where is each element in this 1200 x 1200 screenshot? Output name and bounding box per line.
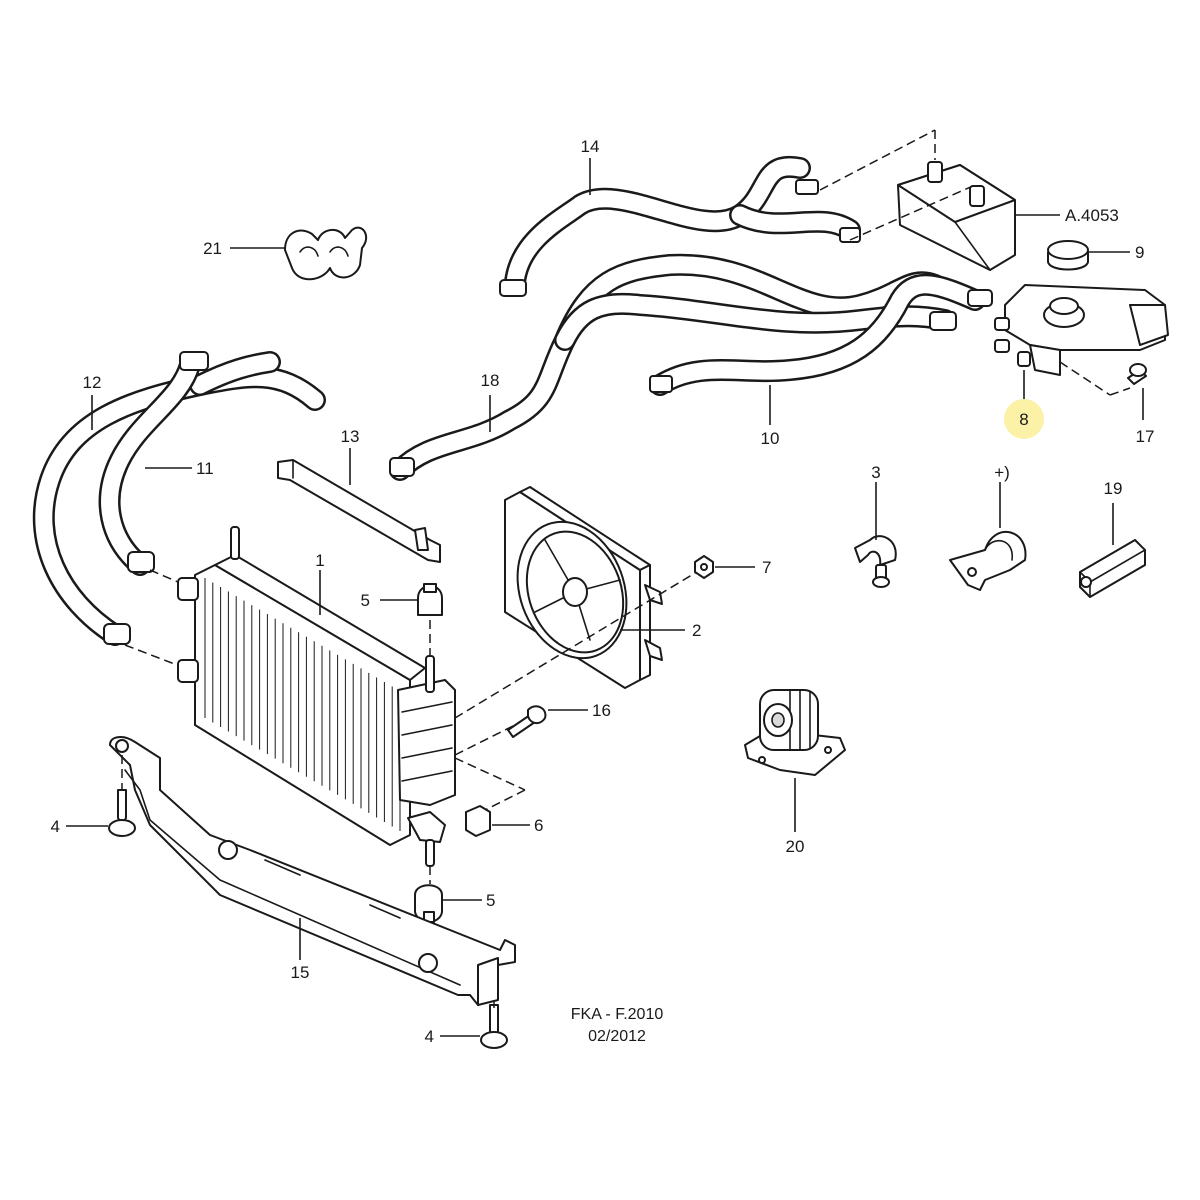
callout-1: 1 bbox=[315, 551, 324, 570]
screw-17[interactable] bbox=[1127, 363, 1147, 385]
callout-8: 8 bbox=[1019, 410, 1028, 429]
clip-6[interactable] bbox=[465, 805, 491, 837]
callout-9: 9 bbox=[1135, 243, 1144, 262]
hose-18[interactable] bbox=[389, 253, 956, 481]
screw-16[interactable] bbox=[507, 705, 547, 738]
callout-2: 2 bbox=[692, 621, 701, 640]
callout-14: 14 bbox=[581, 137, 600, 156]
callout-12: 12 bbox=[83, 373, 102, 392]
highlight-marker bbox=[1004, 399, 1044, 439]
rubber-mount-5-top[interactable] bbox=[417, 583, 443, 616]
diagram-date: 02/2012 bbox=[588, 1028, 646, 1045]
callout-20: 20 bbox=[786, 837, 805, 856]
clip-21[interactable] bbox=[284, 226, 368, 281]
radiator-fins bbox=[204, 578, 401, 831]
diagram-code: FKA - F.2010 bbox=[571, 1006, 664, 1023]
screw-4-bottom[interactable] bbox=[480, 1004, 508, 1049]
callout-4-left: 4 bbox=[51, 817, 60, 836]
radiator-1[interactable] bbox=[177, 526, 456, 867]
callout-10: 10 bbox=[761, 429, 780, 448]
hose-11[interactable] bbox=[98, 351, 209, 576]
rubber-mount-5-bottom[interactable] bbox=[414, 884, 443, 923]
hose-14[interactable] bbox=[499, 155, 861, 297]
callout-19: 19 bbox=[1104, 479, 1123, 498]
bracket-13[interactable] bbox=[277, 459, 441, 563]
callout-17: 17 bbox=[1136, 427, 1155, 446]
cap-9[interactable] bbox=[1047, 240, 1089, 271]
callout-5-bottom: 5 bbox=[486, 891, 495, 910]
callout-18: 18 bbox=[481, 371, 500, 390]
leader-lines bbox=[66, 158, 1144, 1037]
callout-6: 6 bbox=[534, 816, 543, 835]
clamp-plus[interactable] bbox=[949, 530, 1027, 591]
nut-7[interactable] bbox=[694, 555, 714, 579]
screw-4-left[interactable] bbox=[108, 789, 136, 837]
callout-13: 13 bbox=[341, 427, 360, 446]
callout-11: 11 bbox=[196, 459, 214, 478]
callout-plus: +) bbox=[994, 463, 1010, 482]
callout-3: 3 bbox=[871, 463, 880, 482]
hex-spacer-19[interactable] bbox=[1079, 539, 1146, 598]
callout-15: 15 bbox=[291, 963, 310, 982]
callout-21: 21 bbox=[203, 239, 222, 258]
callout-16: 16 bbox=[592, 701, 611, 720]
hose-10[interactable] bbox=[649, 273, 993, 396]
expansion-tank-8[interactable] bbox=[994, 284, 1169, 376]
callout-5-top: 5 bbox=[361, 591, 370, 610]
clamp-3[interactable] bbox=[854, 535, 897, 588]
callout-a4053: A.4053 bbox=[1065, 206, 1119, 225]
engine-mount-20[interactable] bbox=[744, 689, 846, 776]
callout-7: 7 bbox=[762, 558, 771, 577]
fan-shroud-2[interactable] bbox=[499, 486, 663, 689]
callout-4-bottom: 4 bbox=[425, 1027, 434, 1046]
hose-12[interactable] bbox=[32, 351, 326, 646]
lower-bracket-15[interactable] bbox=[109, 736, 516, 1006]
reservoir-a4053[interactable] bbox=[897, 161, 1016, 271]
